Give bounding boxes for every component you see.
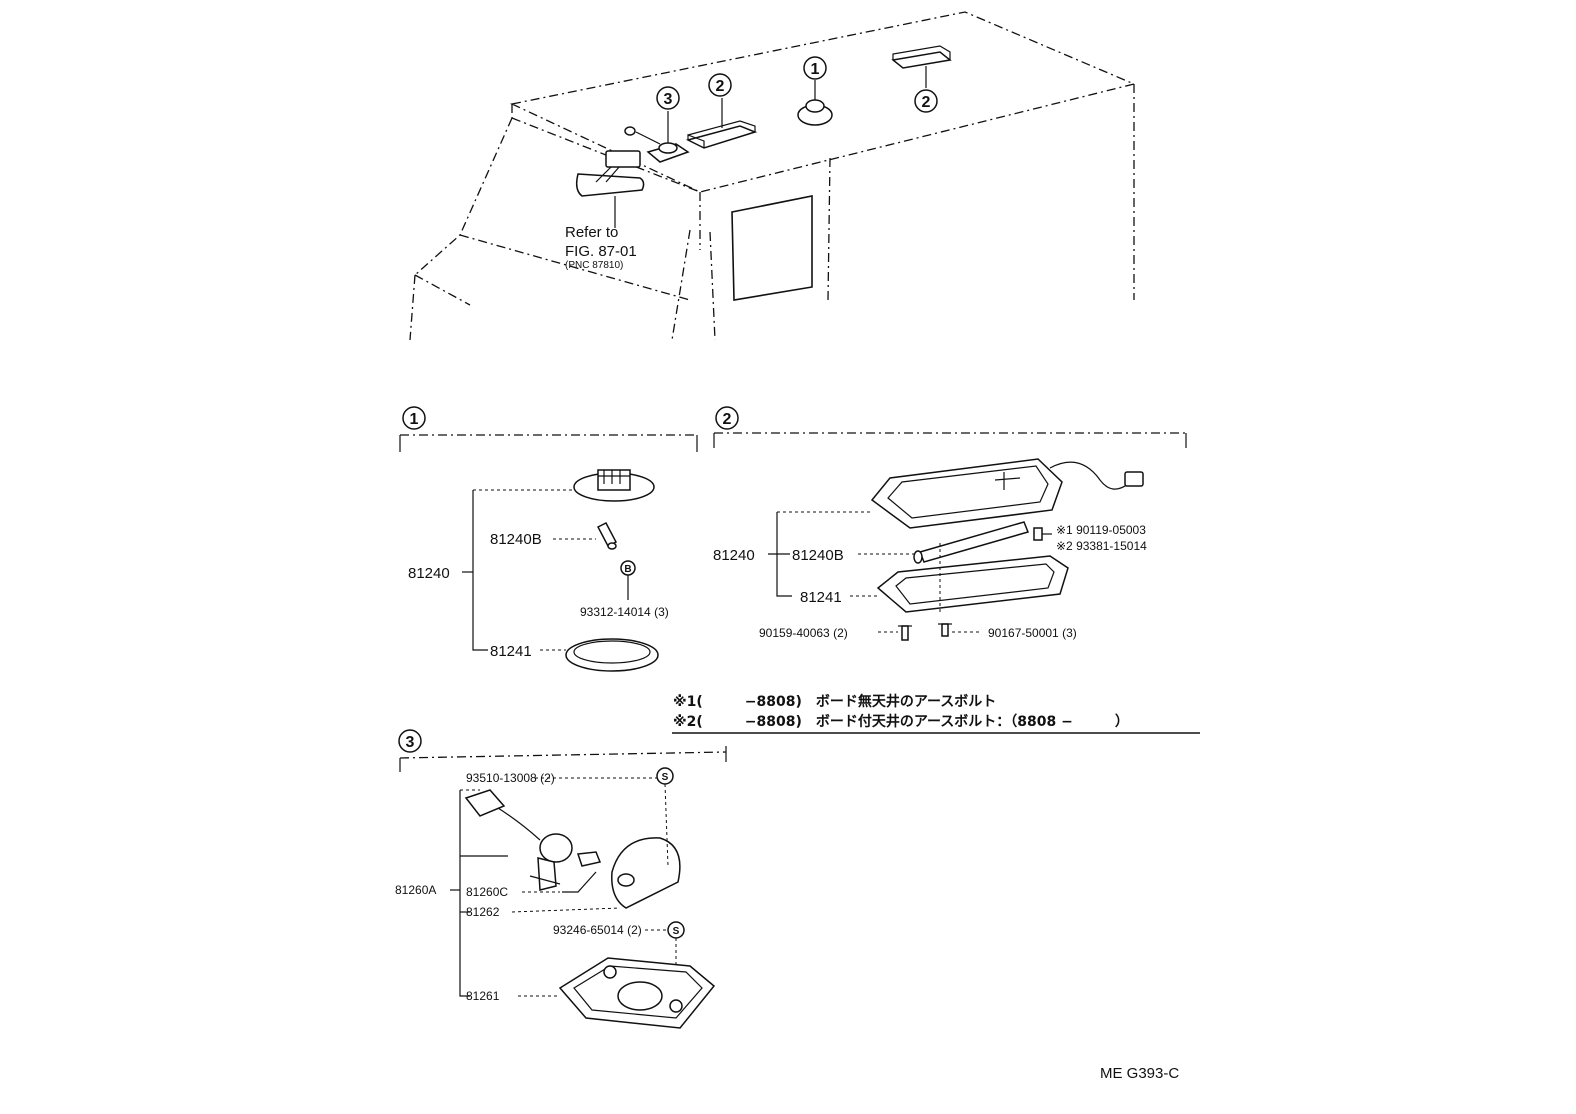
svg-text:B: B (624, 564, 631, 575)
refer-to-label: Refer to (565, 224, 618, 241)
section-1-dome-lamp: 1 B 81240 81240B 93312-14014 (3) 81241 (399, 406, 698, 672)
svg-text:S: S (673, 926, 680, 937)
s1-bulb-code: 93312-14014 (3) (580, 605, 669, 619)
s2-bulb-label: 81240B (792, 547, 844, 564)
s2-note-1: ※1( −8808) ボード無天井のアースボルト (673, 693, 996, 710)
svg-text:1: 1 (811, 61, 820, 78)
s2-bolt1-label: ※1 90119-05003 (1056, 523, 1146, 537)
s2-lens-label: 81241 (800, 589, 842, 606)
s3-screw-top-label: 93510-13008 (2) (466, 771, 555, 785)
s3-base-label: 81261 (466, 989, 500, 1003)
svg-text:S: S (662, 772, 669, 783)
s3-cover-label: 81262 (466, 905, 500, 919)
refer-fig-label: FIG. 87-01 (565, 243, 637, 260)
s2-bolt2-label: ※2 93381-15014 (1056, 539, 1147, 553)
refer-pnc-label: (PNC 87810) (565, 260, 623, 271)
vehicle-roof-overview: 3 2 1 2 Refer to FIG. 87-01 (PNC 87810) (409, 11, 1137, 341)
s3-screw-bottom-label: 93246-65014 (2) (553, 923, 642, 937)
section-2-title: 2 (723, 411, 732, 428)
svg-text:2: 2 (716, 78, 725, 95)
s2-screw-right-label: 90167-50001 (3) (988, 626, 1077, 640)
s2-screw-left-label: 90159-40063 (2) (759, 626, 848, 640)
section-3-title: 3 (406, 734, 415, 751)
s1-lens-label: 81241 (490, 643, 532, 660)
section-2-room-lamp: 2 81240 81240B (672, 406, 1200, 734)
s3-socket-label: 81260C (466, 885, 508, 899)
figure-code: ME G393-C (1100, 1065, 1179, 1082)
s3-assembly-label: 81260A (395, 883, 436, 897)
s1-assembly-label: 81240 (408, 565, 450, 582)
overview-callout-1: 1 (803, 56, 827, 80)
overview-callout-2-right: 2 (914, 89, 938, 113)
svg-text:3: 3 (664, 91, 673, 108)
s2-note-2: ※2( −8808) ボード付天井のアースボルト：（8808 − ） (673, 713, 1129, 730)
s1-bulb-label: 81240B (490, 531, 542, 548)
section-3-map-lamp: 3 S S (395, 729, 727, 1029)
svg-text:2: 2 (922, 94, 931, 111)
overview-callout-3: 3 (656, 86, 680, 110)
section-1-title: 1 (410, 411, 419, 428)
s2-assembly-label: 81240 (713, 547, 755, 564)
overview-callout-2-left: 2 (708, 73, 732, 97)
